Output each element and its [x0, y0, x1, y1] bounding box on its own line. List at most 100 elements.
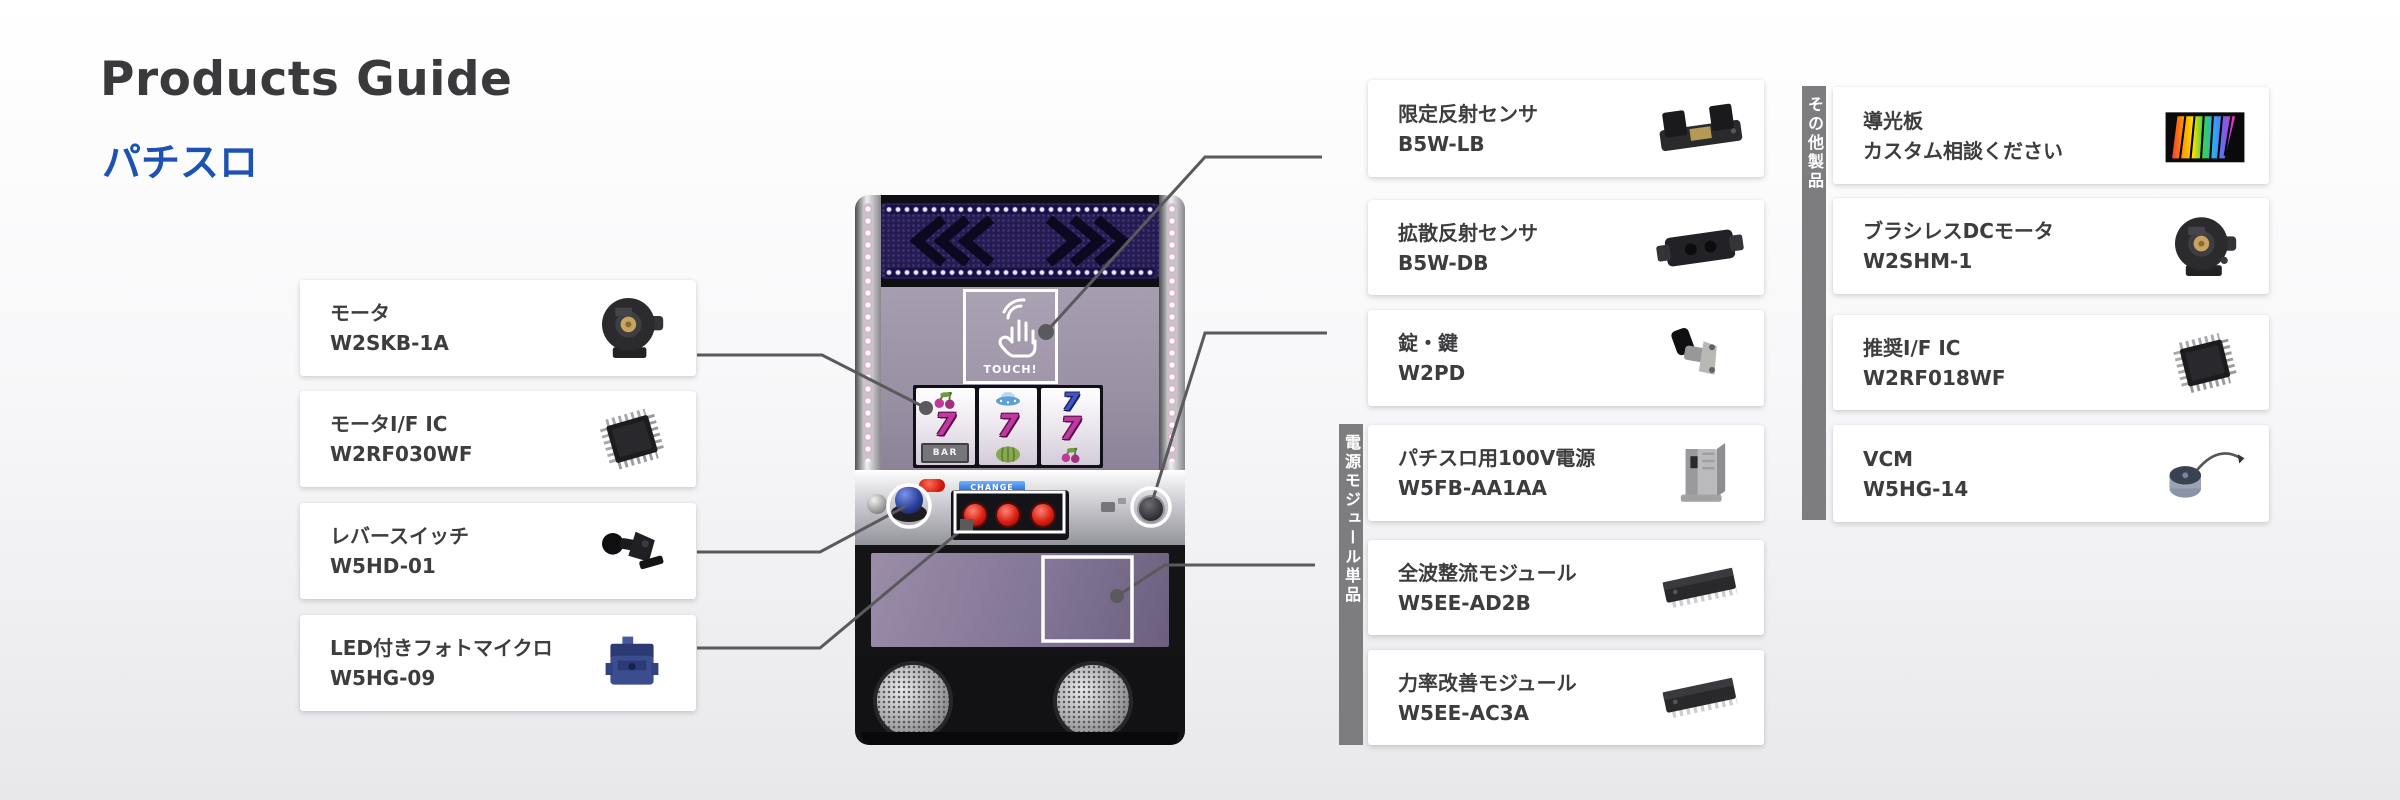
- product-card-if-ic[interactable]: 推奨I/F IC W2RF018WF: [1833, 315, 2269, 410]
- rectifier-module-icon: [1654, 552, 1746, 624]
- product-card-power-supply[interactable]: パチスロ用100V電源 W5FB-AA1AA: [1368, 425, 1764, 521]
- panel-detail: [1118, 498, 1126, 504]
- reel-left: 7 BAR: [916, 388, 975, 465]
- pfc-module-icon: [1654, 662, 1746, 734]
- seven-symbol: 7: [1060, 412, 1082, 447]
- machine-lower-section: [855, 545, 1185, 655]
- product-model: W2SKB-1A: [330, 331, 449, 355]
- product-model: B5W-LB: [1398, 131, 1485, 156]
- machine-base: [855, 655, 1185, 745]
- product-text: 力率改善モジュール W5EE-AC3A: [1368, 654, 1654, 742]
- key-lock: [1137, 495, 1165, 523]
- control-panel: CHANGE: [855, 470, 1185, 545]
- product-card-motor[interactable]: モータ W2SKB-1A: [300, 280, 696, 376]
- product-name: ブラシレスDCモータ: [1863, 219, 2054, 243]
- product-card-lock-key[interactable]: 錠・鍵 W2PD: [1368, 310, 1764, 406]
- limited-reflective-sensor-icon: [1654, 93, 1746, 165]
- product-model: W5EE-AD2B: [1398, 590, 1531, 615]
- ic-chip-icon: [586, 403, 678, 475]
- product-text: モータ W2SKB-1A: [300, 284, 586, 372]
- reel-window: 7 BAR 7: [913, 385, 1103, 468]
- product-text: パチスロ用100V電源 W5FB-AA1AA: [1368, 429, 1654, 517]
- reel-center: 7: [978, 388, 1038, 465]
- group-bar-label: 電源モジュール単品: [1342, 434, 1361, 605]
- ic-chip-icon: [2159, 327, 2251, 399]
- touch-label: TOUCH!: [983, 363, 1038, 376]
- product-model: カスタム相談ください: [1863, 138, 2063, 163]
- led-light-strip: [1167, 203, 1177, 462]
- product-model: W5EE-AC3A: [1398, 700, 1530, 725]
- product-card-photomicro[interactable]: LED付きフォトマイクロ W5HG-09: [300, 615, 696, 711]
- product-text: 推奨I/F IC W2RF018WF: [1833, 319, 2159, 407]
- seven-symbol-blue: 7: [1062, 388, 1080, 416]
- product-model: W2RF018WF: [1863, 365, 2006, 390]
- group-bar-other-products: その他製品: [1802, 86, 1826, 520]
- page-subtitle: パチスロ: [102, 141, 259, 186]
- product-card-limited-reflective-sensor[interactable]: 限定反射センサ B5W-LB: [1368, 80, 1764, 177]
- machine-top-section: [855, 195, 1185, 287]
- machine-screen: TOUCH! 7 BAR: [881, 287, 1159, 470]
- product-text: 導光板 カスタム相談ください: [1833, 92, 2159, 180]
- cherry-symbol-icon: [934, 391, 955, 409]
- marquee-chevron-pattern: [909, 216, 1131, 266]
- melon-symbol-icon: [996, 446, 1020, 463]
- speaker-grille-left: [873, 661, 953, 741]
- product-name: 全波整流モジュール: [1398, 560, 1577, 585]
- cherry-symbol-icon: [1061, 447, 1080, 463]
- machine-marquee: [881, 203, 1159, 279]
- ufo-symbol-icon: [996, 392, 1020, 406]
- product-card-lever-switch[interactable]: レバースイッチ W5HD-01: [300, 503, 696, 599]
- stop-button-2: [995, 502, 1021, 528]
- product-text: LED付きフォトマイクロ W5HG-09: [300, 619, 586, 707]
- product-card-diffuse-reflective-sensor[interactable]: 拡散反射センサ B5W-DB: [1368, 200, 1764, 295]
- led-light-strip: [863, 203, 873, 462]
- product-text: レバースイッチ W5HD-01: [300, 507, 586, 595]
- product-card-light-guide[interactable]: 導光板 カスタム相談ください: [1833, 87, 2269, 184]
- group-bar-power-modules: 電源モジュール単品: [1339, 424, 1363, 745]
- max-bet-button: [919, 479, 945, 492]
- machine-right-pillar: [1159, 195, 1185, 470]
- group-bar-label: その他製品: [1805, 96, 1824, 191]
- product-name: パチスロ用100V電源: [1398, 446, 1596, 470]
- touch-hand-icon: [998, 298, 1037, 358]
- lower-door-panel: [871, 553, 1169, 647]
- product-name: 力率改善モジュール: [1398, 670, 1577, 695]
- seven-symbol: 7: [997, 408, 1019, 444]
- seven-symbol: 7: [934, 408, 956, 443]
- bar-symbol: BAR: [921, 443, 970, 463]
- motor-icon: [586, 292, 678, 364]
- marquee-led-strip: [885, 268, 1155, 277]
- product-card-motor-ic[interactable]: モータI/F IC W2RF030WF: [300, 391, 696, 487]
- product-name: レバースイッチ: [330, 524, 469, 548]
- product-card-brushless-motor[interactable]: ブラシレスDCモータ W2SHM-1: [1833, 198, 2269, 294]
- product-card-vcm[interactable]: VCM W5HG-14: [1833, 425, 2269, 522]
- speaker-grille-right: [1053, 661, 1133, 741]
- product-model: W2RF030WF: [330, 442, 473, 466]
- product-model: W2SHM-1: [1863, 249, 1973, 273]
- product-model: W5HG-09: [330, 666, 436, 690]
- diffuse-reflective-sensor-icon: [1654, 212, 1746, 284]
- machine-plinth: [861, 732, 1179, 745]
- product-text: モータI/F IC W2RF030WF: [300, 395, 586, 483]
- product-card-rectifier-module[interactable]: 全波整流モジュール W5EE-AD2B: [1368, 540, 1764, 635]
- brushless-motor-icon: [2159, 210, 2251, 282]
- page-title: Products Guide: [100, 52, 513, 107]
- machine-screen-section: TOUCH! 7 BAR: [855, 287, 1185, 470]
- product-text: 錠・鍵 W2PD: [1368, 314, 1654, 402]
- marquee-led-strip: [885, 205, 1155, 214]
- product-card-pfc-module[interactable]: 力率改善モジュール W5EE-AC3A: [1368, 650, 1764, 745]
- photomicro-sensor-icon: [586, 627, 678, 699]
- product-name: 拡散反射センサ: [1398, 220, 1538, 245]
- panel-detail: [1101, 502, 1115, 512]
- coin-slot-knob: [867, 494, 887, 514]
- lever-switch: [895, 486, 923, 514]
- product-text: VCM W5HG-14: [1833, 430, 2159, 518]
- stop-button-1: [962, 502, 988, 528]
- touch-sensor-panel: TOUCH!: [963, 289, 1058, 384]
- reel-right: 7 7: [1041, 388, 1101, 465]
- light-guide-plate-icon: [2159, 100, 2251, 172]
- product-name: 推奨I/F IC: [1863, 335, 1961, 360]
- product-model: B5W-DB: [1398, 250, 1489, 275]
- product-text: 全波整流モジュール W5EE-AD2B: [1368, 544, 1654, 632]
